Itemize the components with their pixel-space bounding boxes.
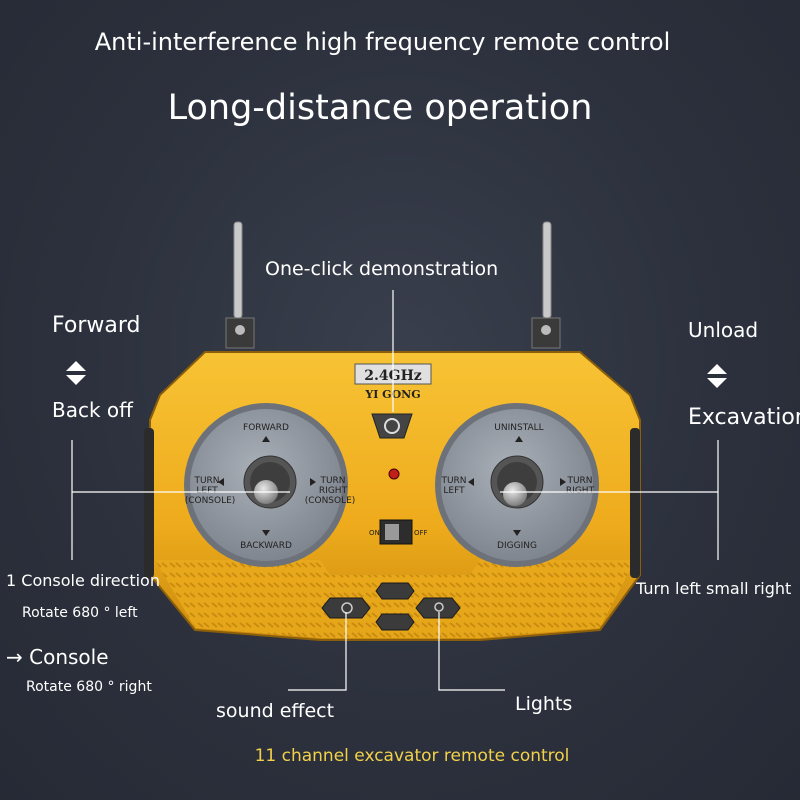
back-off-annotation: Back off <box>52 398 133 422</box>
left-right-label-1: TURN <box>319 476 345 486</box>
right-right-label-1: TURN <box>566 476 592 486</box>
right-joystick[interactable] <box>490 455 544 509</box>
forward-annotation: Forward <box>52 313 141 338</box>
power-icon <box>341 602 353 614</box>
right-left-label-1: TURN <box>440 476 466 486</box>
headline: Anti-interference high frequency remote … <box>94 28 671 56</box>
demo-button[interactable] <box>371 413 413 439</box>
sound-effect-annotation: sound effect <box>216 700 335 722</box>
demo-annotation: One-click demonstration <box>265 258 499 280</box>
footer-caption: 11 channel excavator remote control <box>254 746 570 766</box>
right-up-label: UNINSTALL <box>494 423 543 433</box>
left-left-label-2: LEFT <box>196 486 218 496</box>
left-joystick[interactable] <box>243 455 297 509</box>
bulb-icon <box>434 602 444 612</box>
right-antenna <box>531 221 561 349</box>
switch-on-label: ON <box>369 529 380 537</box>
right-grip <box>630 428 640 578</box>
gear-icon <box>384 418 400 434</box>
left-up-label: FORWARD <box>243 423 289 433</box>
right-left-label-2: LEFT <box>443 486 465 496</box>
left-antenna <box>225 221 255 349</box>
up-down-arrows-icon-right <box>707 364 727 388</box>
switch-off-label: OFF <box>414 529 428 537</box>
center-bottom-button[interactable] <box>375 613 415 631</box>
right-right-label-2: RIGHT <box>566 486 595 496</box>
left-left-label-3: (CONSOLE) <box>185 496 236 506</box>
callout-lines <box>71 290 719 691</box>
sound-button[interactable] <box>321 597 371 619</box>
left-left-label-1: TURN <box>193 476 219 486</box>
lights-button[interactable] <box>415 597 461 619</box>
unload-annotation: Unload <box>688 318 759 342</box>
console-annotation: → Console <box>6 645 109 669</box>
up-down-arrows-icon-left <box>66 361 86 385</box>
right-down-label: DIGGING <box>497 541 537 551</box>
center-top-button[interactable] <box>375 582 415 600</box>
left-grip <box>144 428 154 578</box>
console-direction-annotation: 1 Console direction <box>6 571 160 590</box>
power-led <box>388 468 400 480</box>
subheadline: Long-distance operation <box>167 88 593 128</box>
left-down-label: BACKWARD <box>240 541 292 551</box>
left-right-label-3: (CONSOLE) <box>305 496 356 506</box>
excavation-annotation: Excavation <box>688 405 800 430</box>
rotate-right-annotation: Rotate 680 ° right <box>26 679 152 695</box>
left-right-label-2: RIGHT <box>319 486 348 496</box>
turn-small-annotation: Turn left small right <box>636 579 792 598</box>
rotate-left-annotation: Rotate 680 ° left <box>22 605 138 621</box>
power-switch[interactable] <box>379 519 413 545</box>
lights-annotation: Lights <box>515 693 573 715</box>
